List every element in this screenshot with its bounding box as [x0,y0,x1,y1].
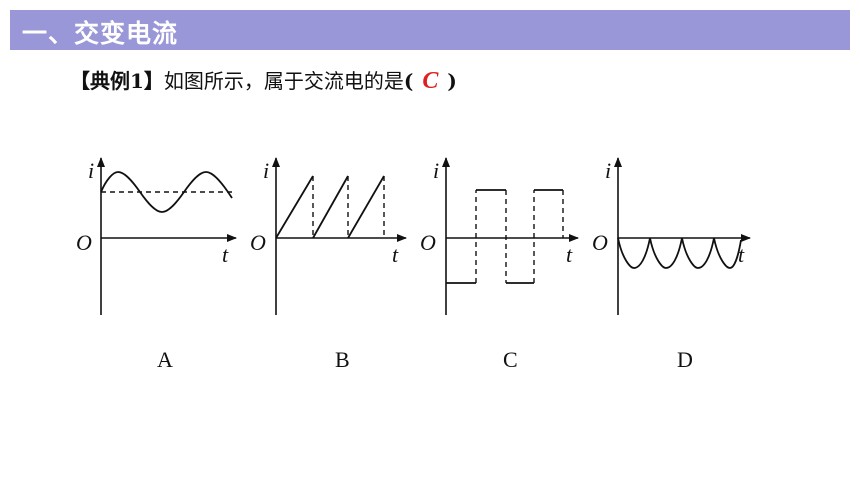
graph-a: i t O A [76,157,237,372]
graph-a-x-label: t [222,242,229,267]
question-line: 【典例1】如图所示，属于交流电的是( C) [70,66,457,96]
section-title: 一、交变电流 [22,19,179,48]
graph-d-x-label: t [738,242,745,267]
graph-a-origin-label: O [76,230,92,255]
graph-c-square-wave-dashed [475,190,564,283]
graph-c-square-wave-solid [446,189,563,284]
example-label: 【典例1】 [70,69,164,93]
graph-a-y-label: i [88,158,94,183]
graph-b-x-label: t [392,242,399,267]
graph-c-origin-label: O [420,230,436,255]
answer-text: C [422,68,439,94]
graph-d-rectified-wave [617,237,742,269]
graph-b-sawtooth-drops [312,176,385,238]
graph-d-y-label: i [605,158,611,183]
open-paren: ( [403,69,414,93]
graph-b-origin-label: O [250,230,266,255]
graph-c-y-label: i [433,158,439,183]
graph-c-x-label: t [566,242,573,267]
graph-b: i t O B [250,157,407,372]
graph-c: i t O C [420,157,579,372]
graph-d-option-label: D [677,347,693,372]
question-text: 如图所示，属于交流电的是 [163,69,404,93]
graph-a-option-label: A [157,347,173,372]
graph-b-sawtooth-ramps [275,175,385,239]
graph-d-origin-label: O [592,230,608,255]
close-paren: ) [447,69,457,93]
graph-d: i t O D [592,157,751,372]
graph-a-offset-sine-curve [100,171,233,213]
graph-b-option-label: B [335,347,350,372]
section-header-bar: 一、交变电流 [10,10,850,50]
graph-b-y-label: i [263,158,269,183]
graph-c-option-label: C [503,347,518,372]
